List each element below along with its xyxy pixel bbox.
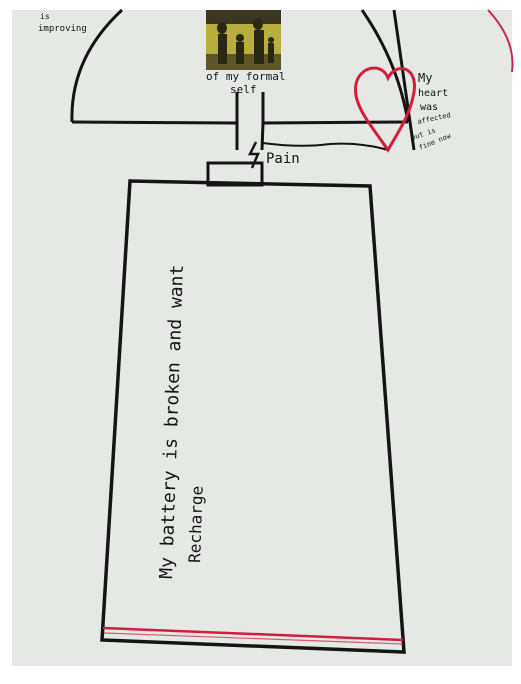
formal-self-line2: self [230, 83, 257, 96]
formal-self-line1: of my formal [206, 70, 285, 83]
heart-note-line1: My [418, 71, 432, 85]
pain-label: Pain [266, 151, 300, 167]
top-note-line2: improving [38, 24, 87, 34]
heart-note-line2: heart [418, 88, 448, 99]
top-note-line1: is [40, 12, 50, 21]
battery-note-line2: Recharge [185, 485, 207, 563]
heart-note-line3: was [420, 102, 438, 113]
family-photo-collage [206, 10, 281, 70]
